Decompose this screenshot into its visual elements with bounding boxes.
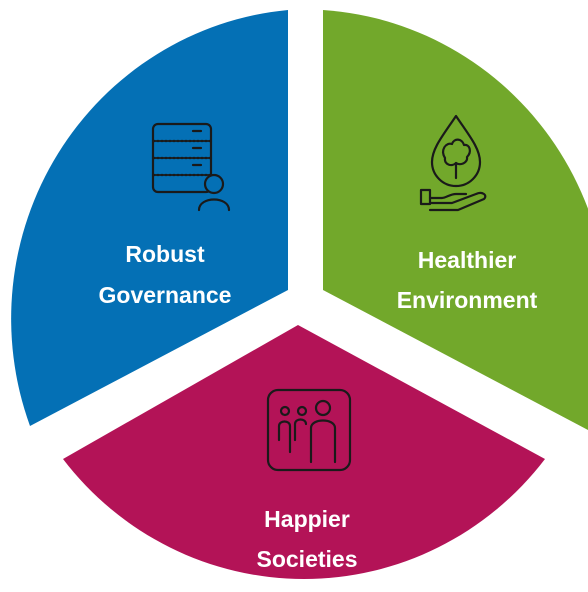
segment-robust-governance xyxy=(11,10,289,426)
water-drop-tree-hand-icon xyxy=(419,114,487,212)
environment-label-line2: Environment xyxy=(397,287,538,313)
governance-label-line1: Robust xyxy=(125,241,205,267)
environment-label-line1: Healthier xyxy=(418,247,516,273)
segment-happier-societies xyxy=(63,325,545,580)
governance-label-line2: Governance xyxy=(99,282,232,308)
societies-label-line2: Societies xyxy=(257,546,358,572)
societies-label-line1: Happier xyxy=(264,506,350,532)
segment-healthier-environment xyxy=(323,10,588,430)
people-group-icon xyxy=(266,388,352,472)
server-user-icon xyxy=(151,122,231,212)
